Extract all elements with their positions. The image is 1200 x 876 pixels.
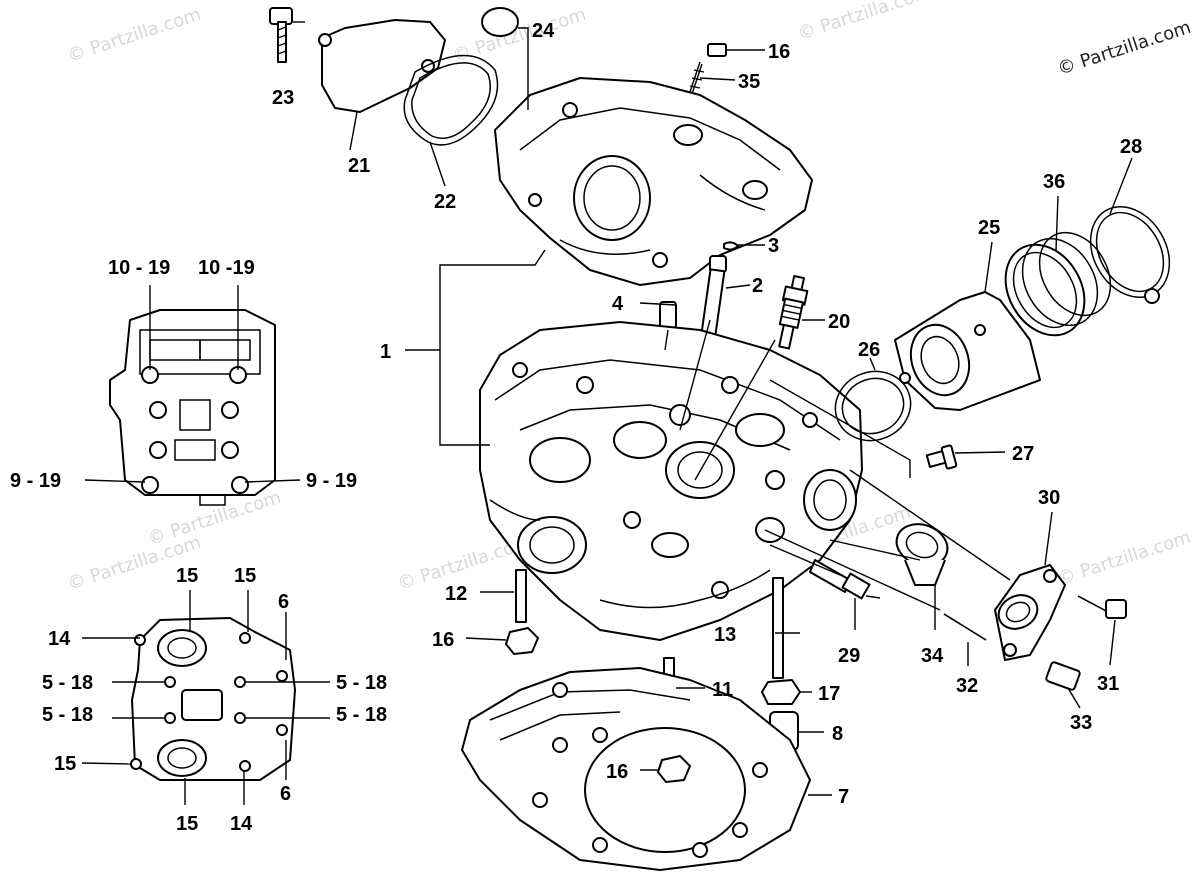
leader-lines xyxy=(81,21,1133,805)
callout-10-19-right: 10 -19 xyxy=(198,257,255,279)
nut-16-bottom-part xyxy=(657,755,691,783)
callout-29: 29 xyxy=(838,645,860,667)
intake-parts xyxy=(834,205,1171,470)
gasket-22-part xyxy=(403,54,499,146)
callout-12: 12 xyxy=(445,583,467,605)
watermark-faint: © Partzilla.com xyxy=(795,0,934,45)
watermark-faint: © Partzilla.com xyxy=(65,4,204,67)
callout-16-bottom: 16 xyxy=(606,761,628,783)
callout-5-18-d: 5 - 18 xyxy=(336,704,387,726)
callout-22: 22 xyxy=(434,191,456,213)
callout-17: 17 xyxy=(818,683,840,705)
callout-28: 28 xyxy=(1120,136,1142,158)
cover-21-part xyxy=(321,19,446,113)
inset-head-top-view xyxy=(109,309,276,506)
callout-14-left: 14 xyxy=(48,628,71,650)
callout-30: 30 xyxy=(1038,487,1060,509)
callout-5-18-a: 5 - 18 xyxy=(42,672,93,694)
bolt-23-part xyxy=(269,7,293,63)
watermark-faint: © Partzilla.com xyxy=(1055,527,1194,590)
callout-7: 7 xyxy=(838,786,849,808)
callout-35: 35 xyxy=(738,71,760,93)
callout-24: 24 xyxy=(532,20,555,42)
boot-36-part xyxy=(1004,231,1112,337)
outlet-30-part xyxy=(994,564,1066,661)
callout-labels: 23 21 22 24 16 35 28 36 25 3 2 4 20 26 1… xyxy=(10,20,1142,835)
callout-23: 23 xyxy=(272,87,294,109)
thermostat-34-part xyxy=(895,523,949,586)
stud-13-part xyxy=(772,577,784,679)
callout-32: 32 xyxy=(956,675,978,697)
clip-3-part xyxy=(723,241,739,251)
gasket-and-studs xyxy=(461,569,811,871)
callout-11: 11 xyxy=(712,679,733,701)
pin-2-part xyxy=(700,255,727,336)
callout-13: 13 xyxy=(714,624,736,646)
bolt-31-part xyxy=(1077,595,1127,619)
sleeve-4-part xyxy=(659,301,677,329)
callout-16-top: 16 xyxy=(768,41,790,63)
callout-9-19-left: 9 - 19 xyxy=(10,470,61,492)
callout-34: 34 xyxy=(921,645,944,667)
callout-5-18-b: 5 - 18 xyxy=(336,672,387,694)
cap-24-part xyxy=(481,7,519,37)
intake-pipe-25-part xyxy=(894,291,1041,411)
cam-cover-assembly xyxy=(269,7,813,286)
stud-35-part xyxy=(689,61,705,95)
callout-16-left: 16 xyxy=(432,629,454,651)
callout-3: 3 xyxy=(768,235,779,257)
callout-20: 20 xyxy=(828,311,850,333)
inset-head-bottom-view xyxy=(130,617,296,781)
callout-8: 8 xyxy=(832,723,843,745)
cam-housing-part xyxy=(494,77,813,286)
callout-6-bottom: 6 xyxy=(280,783,291,805)
spark-plug-20-part xyxy=(778,275,809,350)
callout-26: 26 xyxy=(858,339,880,361)
callout-36: 36 xyxy=(1043,171,1065,193)
callout-2: 2 xyxy=(752,275,763,297)
stud-12-part xyxy=(515,569,527,623)
bolt-16-top-part xyxy=(707,43,727,57)
sleeve-33-part xyxy=(1045,661,1081,691)
callout-21: 21 xyxy=(348,155,370,177)
callout-6-top: 6 xyxy=(278,591,289,613)
callout-14-bottom: 14 xyxy=(230,813,253,835)
callout-15-top-left: 15 xyxy=(176,565,198,587)
nut-17-part xyxy=(761,679,801,705)
callout-25: 25 xyxy=(978,217,1000,239)
callout-5-18-c: 5 - 18 xyxy=(42,704,93,726)
callout-15-top-right: 15 xyxy=(234,565,256,587)
watermark-copyright: © Partzilla.com xyxy=(1055,17,1194,80)
sensor-29-part xyxy=(809,559,881,600)
head-gasket-7-part xyxy=(461,667,811,871)
stud-32-part xyxy=(943,613,987,641)
callout-31: 31 xyxy=(1097,673,1119,695)
callout-15-bottom-left: 15 xyxy=(54,753,76,775)
watermark-faint: © Partzilla.com xyxy=(450,4,589,67)
callout-15-bottom: 15 xyxy=(176,813,198,835)
callout-33: 33 xyxy=(1070,712,1092,734)
nut-16-left-part xyxy=(505,627,539,655)
clamp-28-part xyxy=(1089,205,1171,304)
small-parts xyxy=(659,241,809,350)
cylinder-head-part xyxy=(479,321,863,641)
callout-10-19-left: 10 - 19 xyxy=(108,257,170,279)
callout-4: 4 xyxy=(612,293,624,315)
callout-27: 27 xyxy=(1012,443,1034,465)
callout-9-19-right: 9 - 19 xyxy=(306,470,357,492)
callout-1: 1 xyxy=(380,341,391,363)
watermark-faint: © Partzilla.com xyxy=(145,487,284,550)
bolt-27-part xyxy=(925,444,958,470)
cooling-parts xyxy=(809,523,1127,691)
